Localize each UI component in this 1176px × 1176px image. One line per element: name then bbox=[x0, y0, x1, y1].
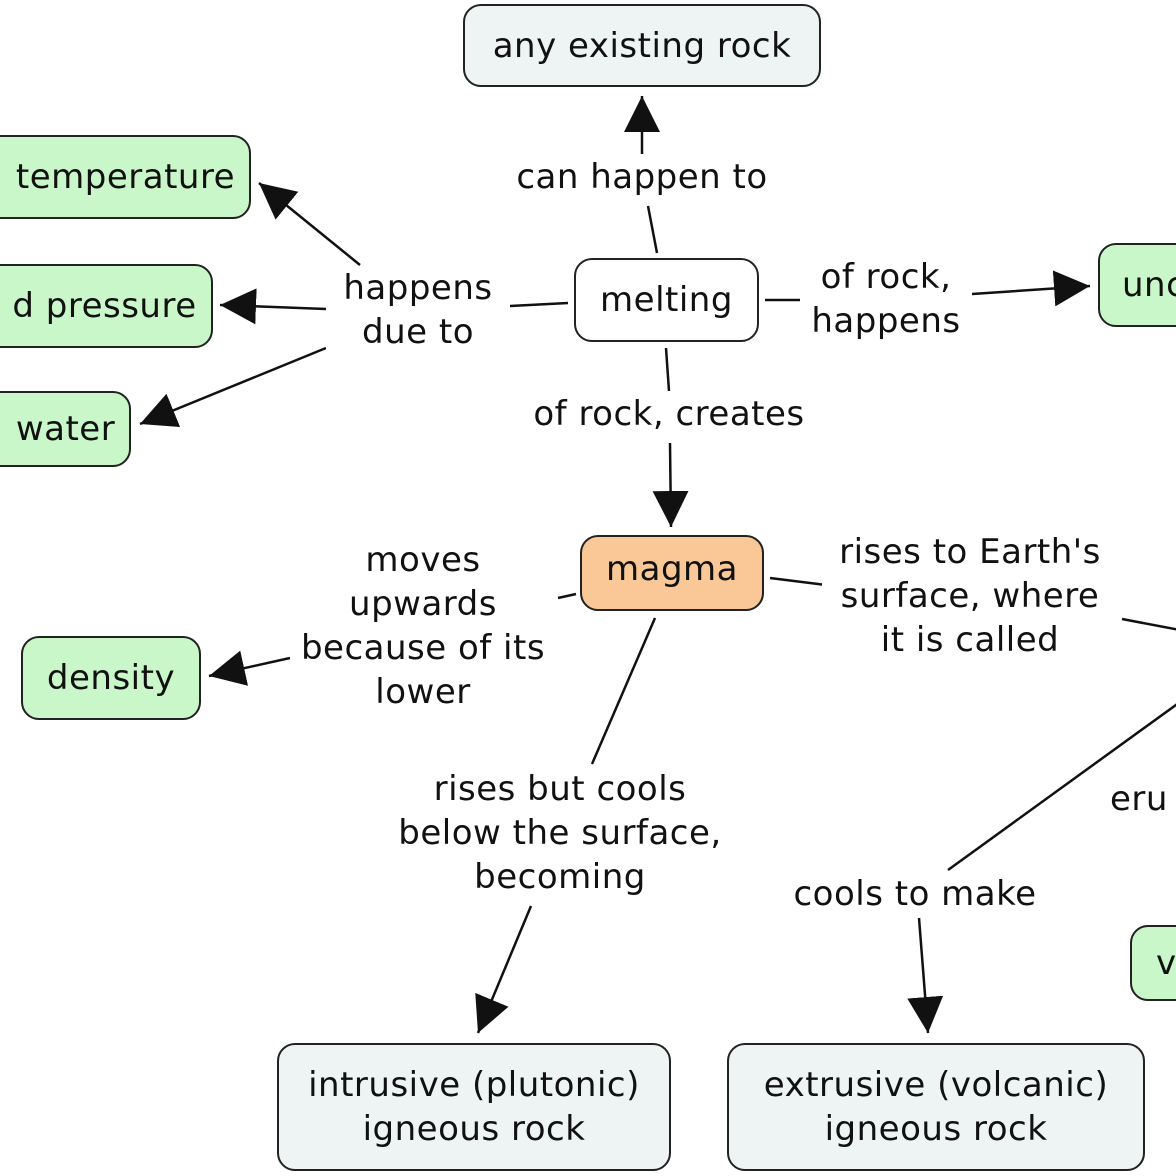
link-rises-to-earths-surface: rises to Earth's surface, where it is ca… bbox=[822, 530, 1118, 662]
edge-melting-to-happens-due-to bbox=[509, 301, 569, 308]
edge-of-rock-creates-to-magma bbox=[652, 442, 689, 528]
edge-rises-but-cools-to-intrusive bbox=[475, 905, 533, 1034]
edge-melting-to-label-can-happen bbox=[646, 205, 659, 254]
node-any-existing-rock[interactable]: any existing rock bbox=[463, 4, 821, 87]
node-right-bottom[interactable]: v bbox=[1130, 925, 1176, 1001]
node-melting[interactable]: melting bbox=[574, 258, 759, 342]
link-of-rock-happens: of rock, happens bbox=[800, 255, 972, 343]
node-water[interactable]: water bbox=[0, 391, 131, 467]
edge-magma-to-rises-but-cools bbox=[590, 617, 657, 765]
link-cools-to-make: cools to make bbox=[782, 872, 1048, 916]
node-right-top[interactable]: unc bbox=[1098, 243, 1176, 327]
link-happens-due-to: happens due to bbox=[326, 266, 510, 354]
node-extrusive-igneous-rock[interactable]: extrusive (volcanic) igneous rock bbox=[727, 1043, 1145, 1171]
edge-magma-to-rises-to-surface bbox=[769, 576, 827, 587]
node-density[interactable]: density bbox=[21, 636, 201, 720]
edge-offscreen-to-cools-to-make bbox=[947, 703, 1176, 872]
node-magma[interactable]: magma bbox=[580, 535, 764, 611]
edge-moves-upwards-to-density bbox=[208, 650, 291, 686]
edge-magma-to-moves-upwards bbox=[557, 592, 577, 600]
edge-melting-to-of-rock-creates bbox=[664, 347, 671, 392]
edge-happens-due-to-temperature bbox=[258, 182, 361, 266]
edge-happens-due-to-pressure bbox=[219, 288, 327, 325]
node-pressure[interactable]: d pressure bbox=[0, 264, 213, 348]
link-moves-upwards: moves upwards because of its lower bbox=[290, 538, 556, 714]
edge-rises-to-surface-offscreen bbox=[1121, 617, 1176, 631]
link-rises-but-cools: rises but cools below the surface, becom… bbox=[388, 767, 732, 899]
edge-of-rock-happens-to-right bbox=[971, 270, 1091, 307]
node-temperature[interactable]: temperature bbox=[0, 135, 251, 219]
node-intrusive-igneous-rock[interactable]: intrusive (plutonic) igneous rock bbox=[277, 1043, 671, 1171]
link-can-happen-to: can happen to bbox=[506, 155, 778, 199]
link-eru: eru bbox=[1110, 777, 1176, 821]
link-of-rock-creates: of rock, creates bbox=[517, 392, 821, 436]
edge-happens-due-to-water bbox=[139, 346, 327, 428]
edge-cools-to-make-to-extrusive bbox=[907, 917, 944, 1034]
